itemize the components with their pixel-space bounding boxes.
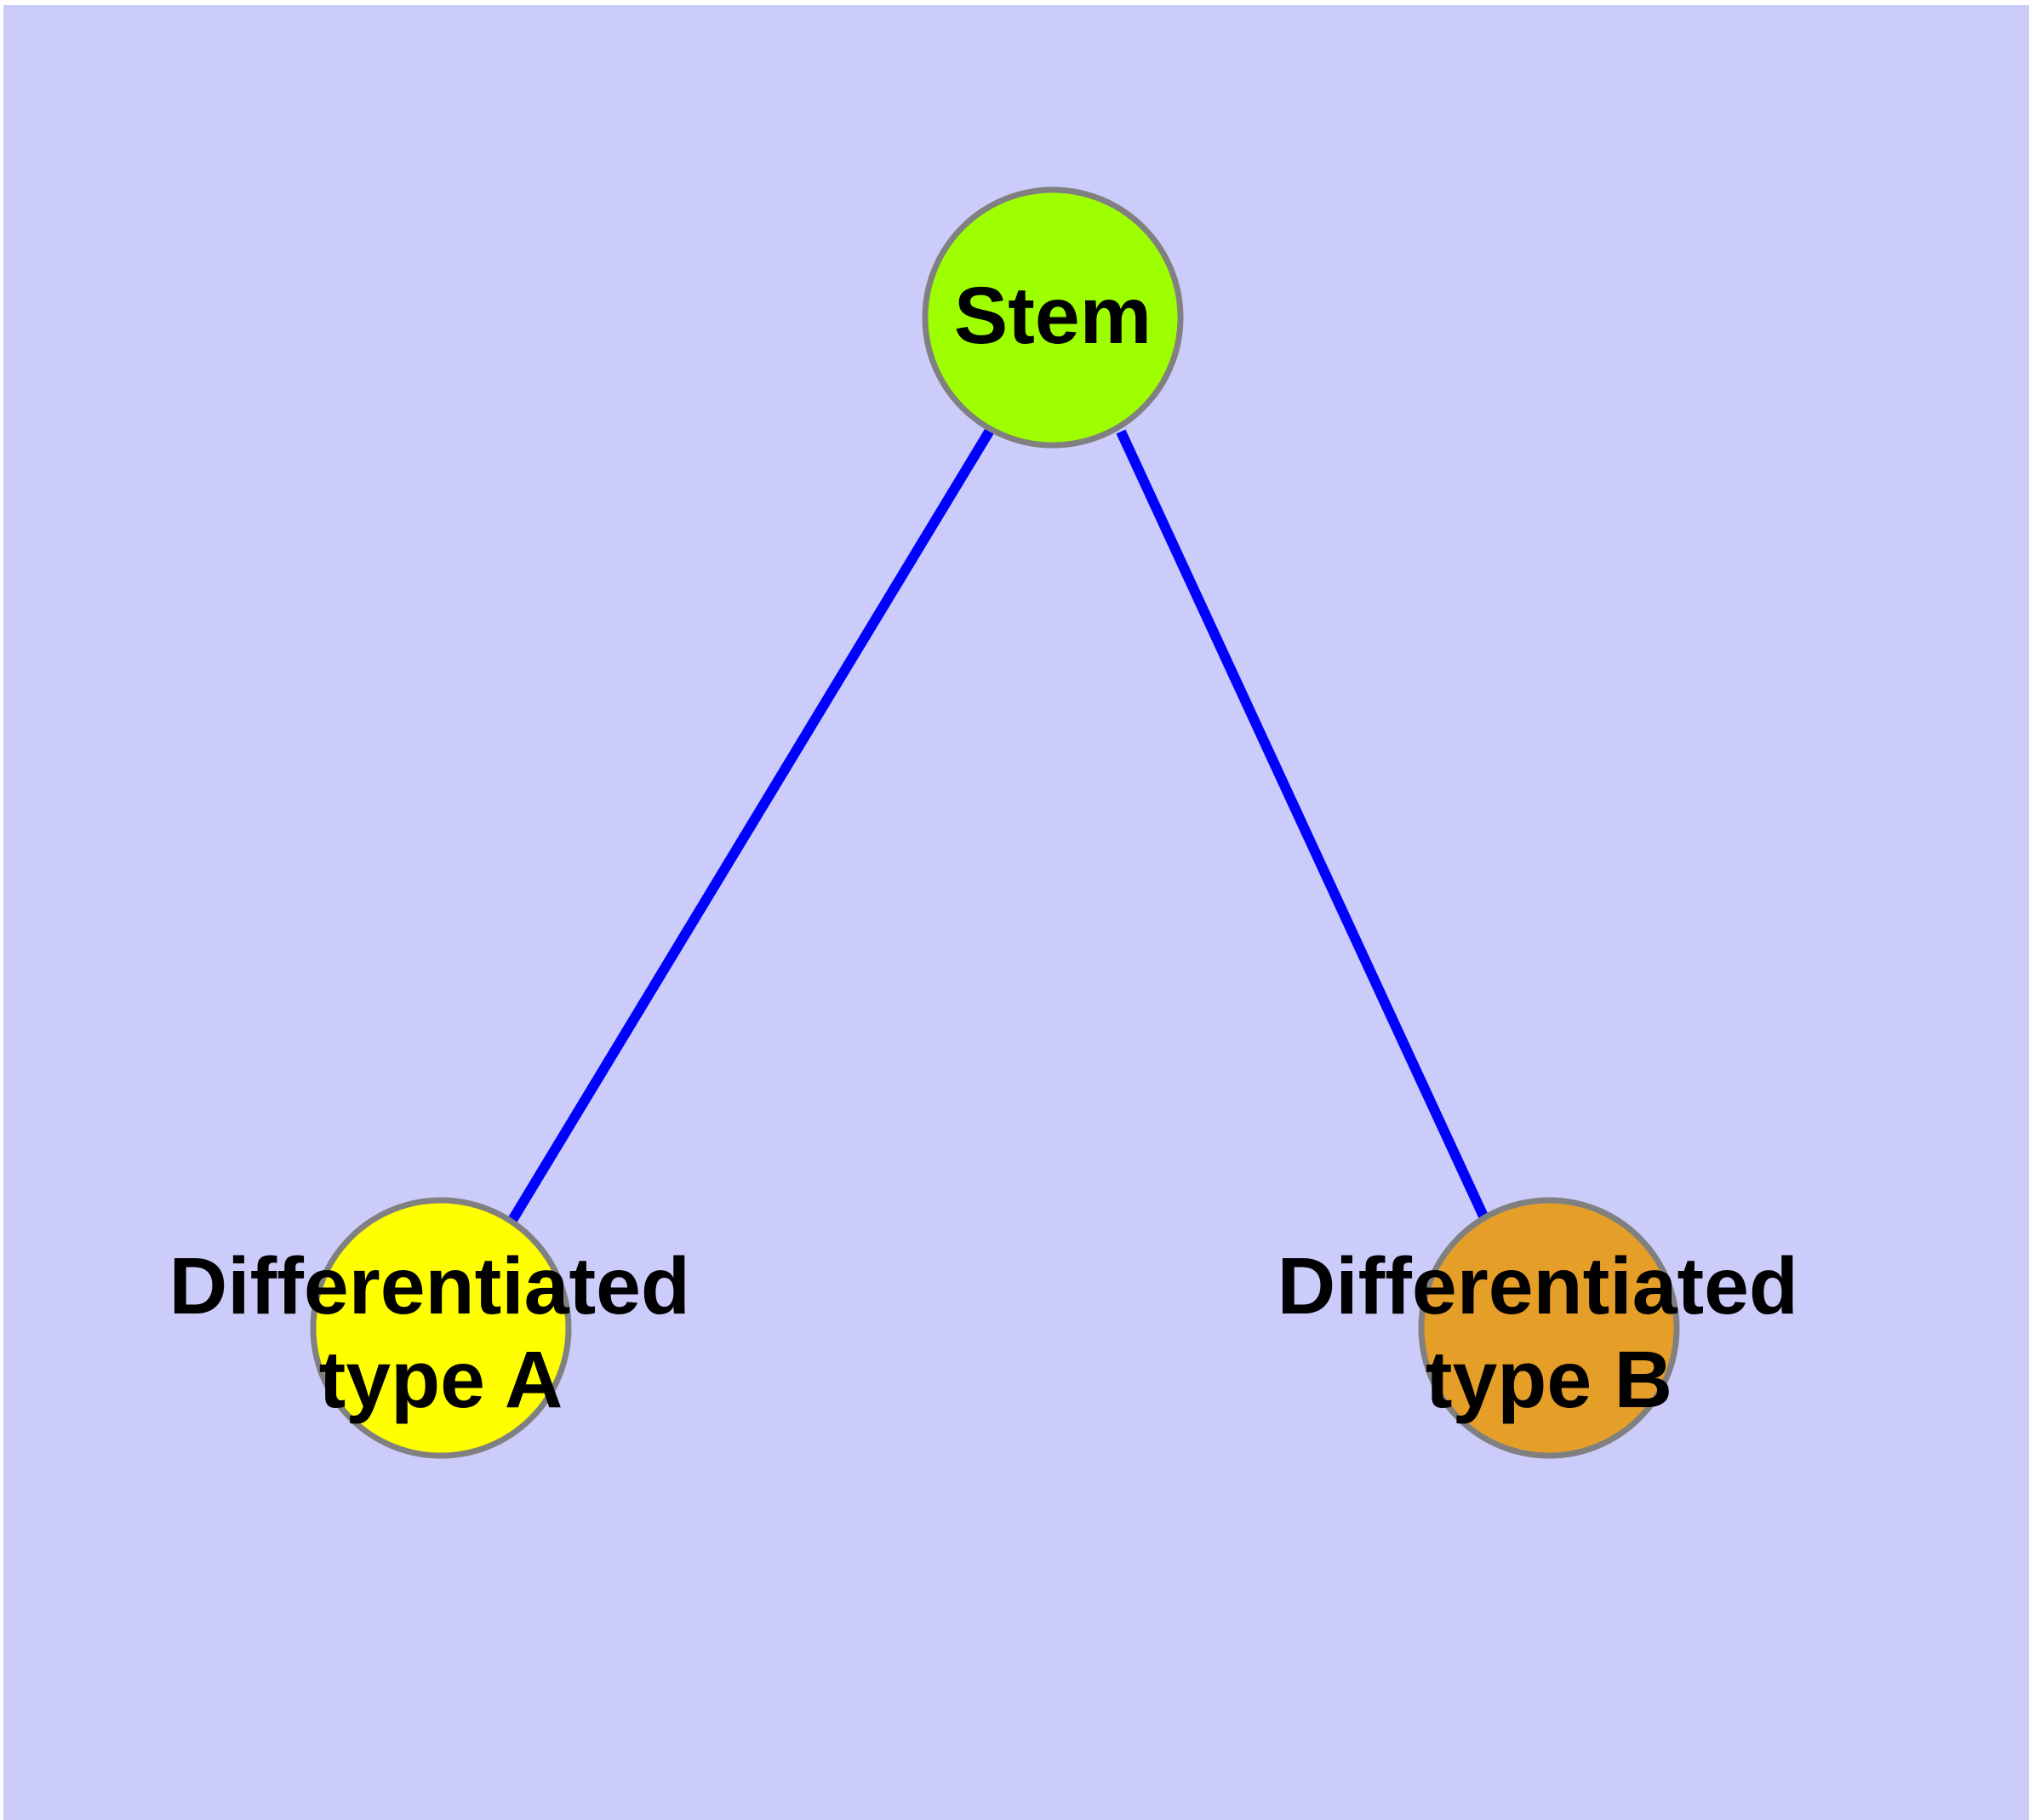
node-diff-b-label: Differentiated type B (1277, 1241, 1821, 1425)
edge-stem-to-diff-a[interactable] (506, 426, 996, 1225)
node-diff-b-circle[interactable] (1418, 1197, 1680, 1459)
node-layer: Stem (310, 186, 1680, 1459)
node-diff-a-label-line1: Differentiated (169, 1241, 690, 1331)
node-diff-a-label: Differentiated type A (169, 1241, 713, 1425)
node-label-layer: Differentiated type A Differentiated typ… (169, 1241, 1821, 1425)
node-stem-label-line1: Stem (954, 271, 1152, 361)
edge-stem-to-diff-b[interactable] (1116, 429, 1490, 1222)
node-diff-a-circle[interactable] (310, 1197, 572, 1459)
node-diff-b-label-line1: Differentiated (1277, 1241, 1798, 1331)
edge-layer (506, 426, 1490, 1225)
node-diff-b[interactable] (1418, 1197, 1680, 1459)
node-stem-circle[interactable] (922, 186, 1184, 449)
node-diff-a-label-line2: type A (319, 1335, 563, 1425)
node-diff-b-label-line2: type B (1426, 1335, 1672, 1425)
node-stem[interactable]: Stem (922, 186, 1184, 449)
node-diff-a[interactable] (310, 1197, 572, 1459)
node-stem-label: Stem (954, 271, 1152, 361)
